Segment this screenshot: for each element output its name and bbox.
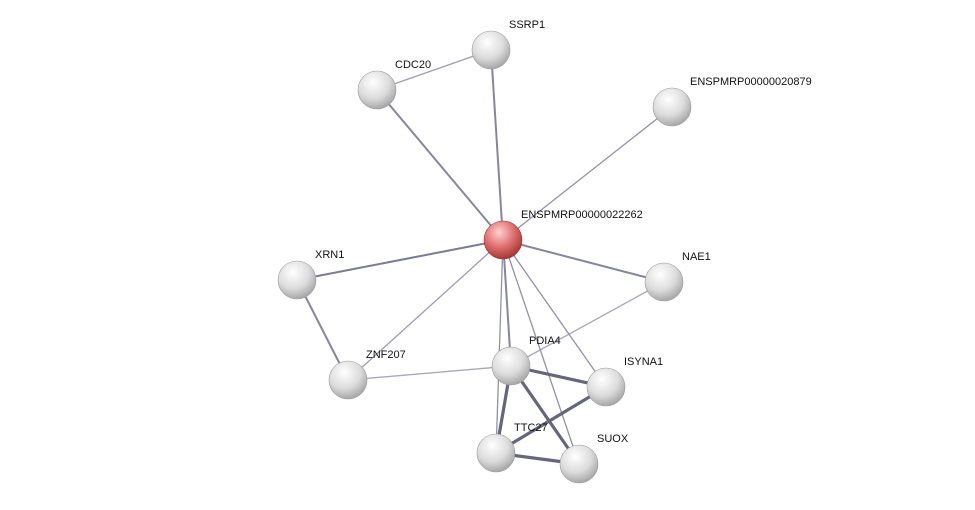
node-label: ISYNA1 (624, 356, 663, 368)
edge-cdc20-ssrp1[interactable] (376, 49, 492, 91)
edge-isyna1-ttc27[interactable] (495, 385, 607, 455)
node-znf207[interactable]: ZNF207 (328, 349, 406, 400)
node-circle[interactable] (586, 367, 626, 407)
node-circle[interactable] (476, 433, 516, 473)
node-ttc27[interactable]: TTC27 (476, 422, 548, 473)
edge-pdia4-suox[interactable] (509, 365, 581, 465)
node-label: NAE1 (682, 251, 711, 263)
node-circle[interactable] (471, 30, 511, 70)
node-circle[interactable] (328, 360, 368, 400)
node-e20879[interactable]: ENSPMRP00000020879 (652, 76, 812, 127)
node-pdia4[interactable]: PDIA4 (491, 335, 561, 386)
node-label: SSRP1 (509, 19, 545, 31)
node-label: PDIA4 (529, 335, 561, 347)
node-circle[interactable] (483, 220, 523, 260)
node-circle[interactable] (559, 444, 599, 484)
edge-xrn1-e22262[interactable] (296, 239, 504, 281)
edge-znf207-e22262[interactable] (347, 239, 504, 381)
edge-e22262-ttc27[interactable] (495, 239, 504, 454)
node-label: ZNF207 (366, 349, 406, 361)
node-nae1[interactable]: NAE1 (644, 251, 711, 302)
edge-nae1-pdia4[interactable] (510, 281, 665, 367)
edge-ssrp1-e22262[interactable] (490, 49, 504, 241)
node-cdc20[interactable]: CDC20 (357, 59, 431, 110)
edge-e22262-pdia4[interactable] (502, 239, 512, 367)
edge-nae1-e22262[interactable] (502, 239, 665, 283)
edge-znf207-pdia4[interactable] (347, 365, 512, 381)
node-circle[interactable] (652, 87, 692, 127)
node-circle[interactable] (644, 262, 684, 302)
edge-e22262-isyna1[interactable] (502, 239, 607, 388)
node-label: CDC20 (395, 59, 431, 71)
node-suox[interactable]: SUOX (559, 433, 629, 484)
node-label: ENSPMRP00000022262 (521, 209, 643, 221)
node-isyna1[interactable]: ISYNA1 (586, 356, 663, 407)
node-circle[interactable] (277, 260, 317, 300)
node-label: SUOX (597, 433, 629, 445)
node-circle[interactable] (357, 70, 397, 110)
node-label: XRN1 (315, 249, 344, 261)
node-label: TTC27 (514, 422, 548, 434)
edge-cdc20-e22262[interactable] (376, 89, 504, 241)
edge-e20879-e22262[interactable] (502, 106, 673, 241)
node-ssrp1[interactable]: SSRP1 (471, 19, 545, 70)
edge-e22262-suox[interactable] (502, 239, 580, 465)
node-e22262[interactable]: ENSPMRP00000022262 (483, 209, 643, 260)
node-label: ENSPMRP00000020879 (690, 76, 812, 88)
node-circle[interactable] (491, 346, 531, 386)
node-xrn1[interactable]: XRN1 (277, 249, 344, 300)
